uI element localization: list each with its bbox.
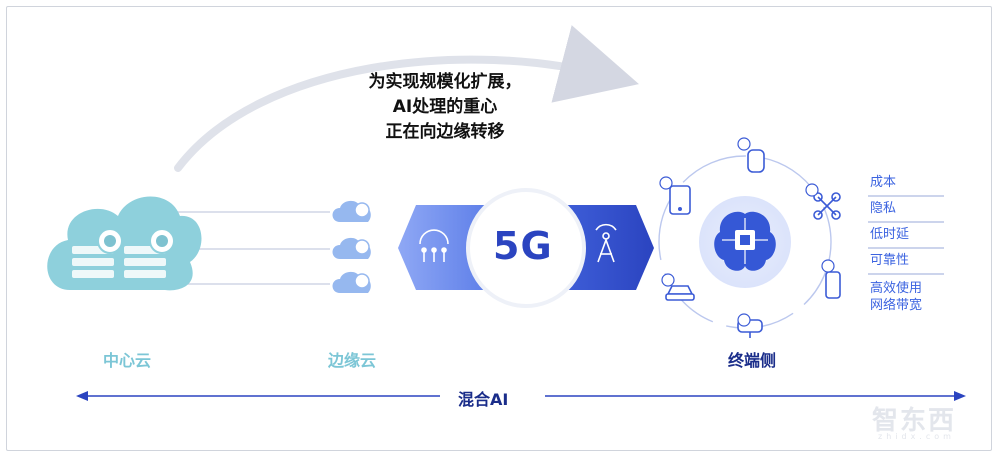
- tablet-icon: [669, 185, 691, 215]
- benefit-rules: [868, 195, 944, 275]
- phone-badge: [821, 259, 835, 273]
- tablet-badge: [659, 176, 673, 190]
- ai-brain-chip-icon: [714, 211, 776, 271]
- 5g-disc: [466, 188, 586, 308]
- watch-badge: [737, 137, 751, 151]
- benefit-bandwidth: 网络带宽: [870, 298, 923, 313]
- headline-line2: AI处理的重心: [392, 97, 498, 117]
- headline-line1: 为实现规模化扩展，: [368, 72, 522, 92]
- headline-line3: 正在向边缘转移: [385, 122, 505, 142]
- watermark-url: zhidx.com: [878, 432, 955, 441]
- slide-frame: [6, 6, 992, 451]
- benefit-latency: 低时延: [870, 227, 910, 242]
- watermark-logo: 智东西: [872, 406, 957, 436]
- vr-badge: [737, 313, 751, 327]
- benefit-cost: 成本: [870, 175, 897, 190]
- benefit-privacy: 隐私: [870, 201, 897, 216]
- benefit-reliability: 可靠性: [870, 253, 910, 268]
- edge-cloud-label: 边缘云: [328, 351, 377, 370]
- center-cloud-label: 中心云: [103, 351, 152, 370]
- arrow-head-left: [76, 391, 88, 401]
- 5g-label: 5G: [493, 224, 553, 268]
- headline: 为实现规模化扩展， AI处理的重心 正在向边缘转移: [350, 70, 540, 145]
- benefit-efficient-use: 高效使用: [870, 281, 923, 296]
- drone-icon: [813, 192, 841, 220]
- cloud-server-icon: [47, 196, 202, 291]
- drone-badge: [805, 183, 819, 197]
- device-side-label: 终端侧: [728, 351, 777, 370]
- car-badge: [661, 273, 675, 287]
- arrow-head-right: [954, 391, 966, 401]
- watch-icon: [747, 149, 765, 173]
- car-icon: [665, 285, 695, 301]
- connection-lines: [175, 211, 330, 285]
- cell-tower-icon: [595, 223, 617, 263]
- transfer-arc-arrow: [174, 25, 639, 172]
- hybrid-ai-label: 混合AI: [448, 386, 519, 410]
- edge-cloud-icon: [332, 200, 371, 293]
- antenna-icon: [419, 229, 449, 262]
- phone-icon: [825, 271, 841, 299]
